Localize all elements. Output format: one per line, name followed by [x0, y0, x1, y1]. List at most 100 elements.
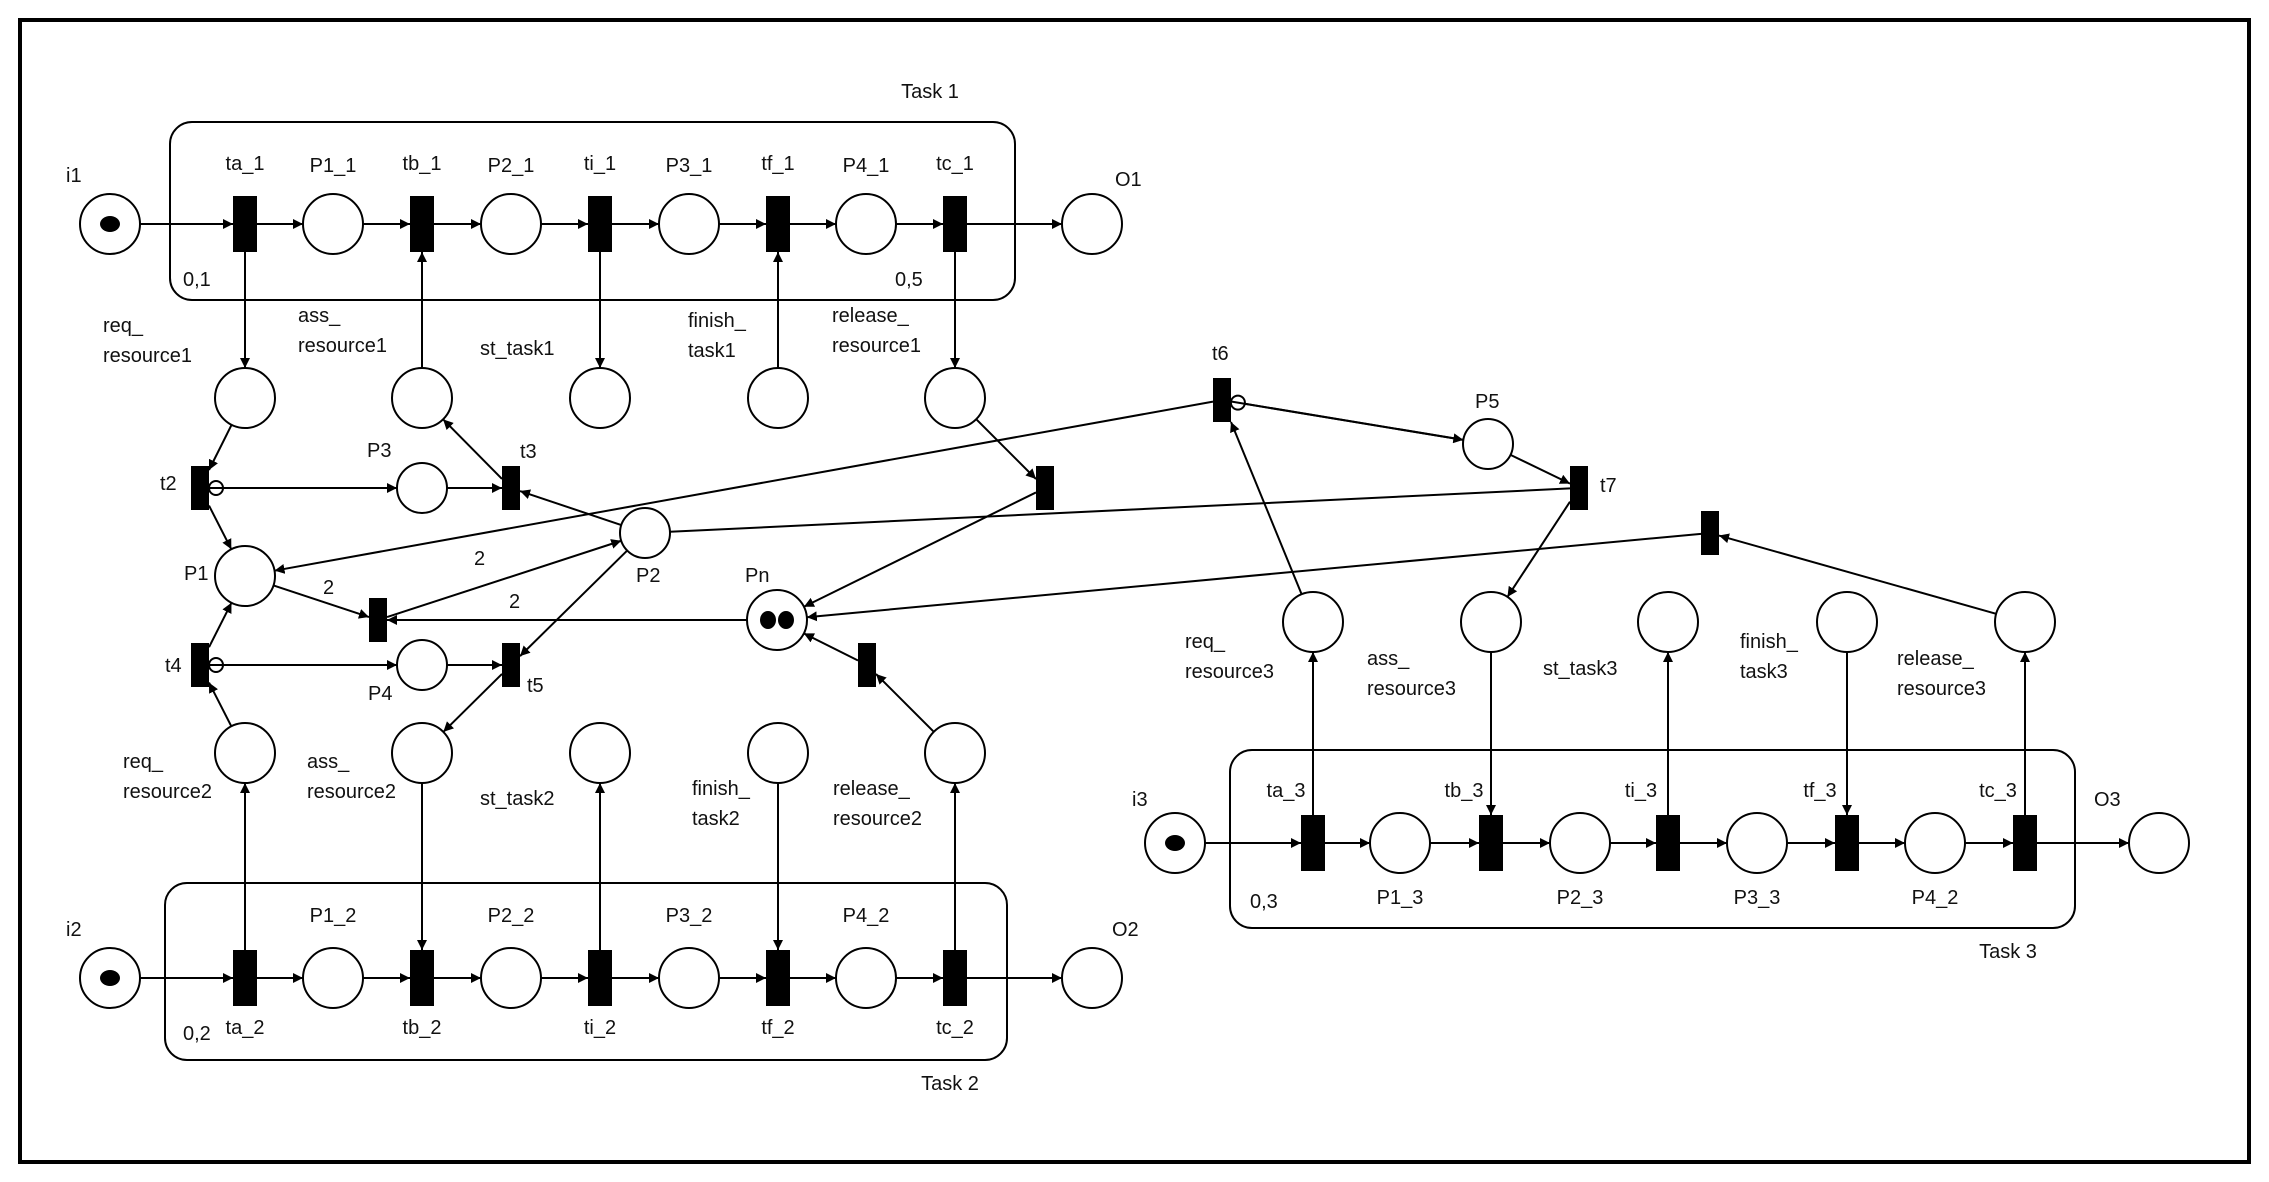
task1-p1-1-label: P1_1 — [310, 155, 357, 177]
place-task1-p4-1 — [835, 193, 897, 255]
task1-ti-1-label: ti_1 — [584, 153, 616, 175]
token — [1165, 835, 1185, 851]
token — [100, 216, 120, 232]
transition-u2 — [369, 598, 387, 642]
task2-req-resource2-label-1: resource2 — [123, 781, 212, 803]
task1-tb-1-label: tb_1 — [403, 153, 442, 175]
label-o3: O3 — [2094, 789, 2121, 811]
arc-t4-to-p1 — [208, 602, 233, 648]
place-task3-if-release-resource3 — [1994, 591, 2056, 653]
place-task2-p2-2 — [480, 947, 542, 1009]
place-o3 — [2128, 812, 2190, 874]
arc-u2-to-p2 — [386, 539, 622, 619]
arc-p2-to-t5 — [519, 549, 628, 657]
place-p1 — [214, 545, 276, 607]
place-task2-p4-2 — [835, 947, 897, 1009]
task1-ass-resource1-label-1: resource1 — [298, 335, 387, 357]
task1-p4-1-label: P4_1 — [843, 155, 890, 177]
task1-release-resource1-label-1: resource1 — [832, 335, 921, 357]
transition-task1-tf-1 — [766, 196, 790, 252]
task3-ti-3-label: ti_3 — [1625, 780, 1657, 802]
task3-finish-task3-label-0: finish_ — [1740, 631, 1799, 653]
transition-task2-ta-2 — [233, 950, 257, 1006]
arc-p5-to-t7 — [1510, 453, 1571, 485]
label-t4: t4 — [165, 655, 182, 677]
arc-p2-to-t3 — [519, 489, 622, 526]
task2-tb-2-label: tb_2 — [403, 1017, 442, 1039]
task1-title: Task 1 — [901, 81, 959, 103]
transition-task1-tb-1 — [410, 196, 434, 252]
weight-label-1: 2 — [474, 548, 485, 570]
transition-task3-tc-3 — [2013, 815, 2037, 871]
arc-t6-to-p1 — [274, 400, 1214, 574]
task3-tb-3-label: tb_3 — [1445, 780, 1484, 802]
label-pn: Pn — [745, 565, 769, 587]
task1-tf-1-label: tf_1 — [761, 153, 794, 175]
task1-st-task1-label-0: st_task1 — [480, 338, 554, 360]
label-0-3: 0,3 — [1250, 891, 1278, 913]
place-task1-p1-1 — [302, 193, 364, 255]
task2-ti-2-label: ti_2 — [584, 1017, 616, 1039]
place-task1-if-finish-task1 — [747, 367, 809, 429]
place-task3-if-finish-task3 — [1816, 591, 1878, 653]
place-task3-if-ass-resource3 — [1460, 591, 1522, 653]
task2-ta-2-label: ta_2 — [226, 1017, 265, 1039]
arc-u1-to-pn — [803, 491, 1037, 608]
task1-release-resource1-label-0: release_ — [832, 305, 910, 327]
arc-task2-if-req-resource2-to-t4 — [208, 682, 233, 727]
task3-finish-task3-label-1: task3 — [1740, 661, 1788, 683]
place-task1-if-req-resource1 — [214, 367, 276, 429]
token — [100, 970, 120, 986]
transition-u3 — [858, 643, 876, 687]
transition-u1 — [1036, 466, 1054, 510]
task2-st-task2-label-0: st_task2 — [480, 788, 554, 810]
task3-release-resource3-label-0: release_ — [1897, 648, 1975, 670]
label-o1: O1 — [1115, 169, 1142, 191]
task2-box — [164, 882, 1008, 1061]
transition-task3-tf-3 — [1835, 815, 1859, 871]
place-task3-p4-2 — [1904, 812, 1966, 874]
label-p3: P3 — [367, 440, 391, 462]
transition-task3-ti-3 — [1656, 815, 1680, 871]
transition-task1-tc-1 — [943, 196, 967, 252]
label-i1: i1 — [66, 165, 82, 187]
label-i2: i2 — [66, 919, 82, 941]
task2-release-resource2-label-0: release_ — [833, 778, 911, 800]
task2-release-resource2-label-1: resource2 — [833, 808, 922, 830]
place-p2 — [619, 507, 671, 559]
arc-t6-to-p5 — [1230, 400, 1464, 444]
task2-tc-2-label: tc_2 — [936, 1017, 974, 1039]
transition-task1-ta-1 — [233, 196, 257, 252]
task1-p2-1-label: P2_1 — [488, 155, 535, 177]
place-o1 — [1061, 193, 1123, 255]
transition-task2-tf-2 — [766, 950, 790, 1006]
place-task2-p3-2 — [658, 947, 720, 1009]
task2-p2-2-label: P2_2 — [488, 905, 535, 927]
task3-p2-3-label: P2_3 — [1557, 887, 1604, 909]
task2-p3-2-label: P3_2 — [666, 905, 713, 927]
transition-task2-ti-2 — [588, 950, 612, 1006]
label-0-5: 0,5 — [895, 269, 923, 291]
task3-title: Task 3 — [1979, 941, 2037, 963]
place-task1-p3-1 — [658, 193, 720, 255]
transition-task2-tb-2 — [410, 950, 434, 1006]
task3-p3-3-label: P3_3 — [1734, 887, 1781, 909]
label-p1: P1 — [184, 563, 208, 585]
task2-finish-task2-label-1: task2 — [692, 808, 740, 830]
task3-req-resource3-label-0: req_ — [1185, 631, 1226, 653]
task3-ta-3-label: ta_3 — [1267, 780, 1306, 802]
task3-ass-resource3-label-1: resource3 — [1367, 678, 1456, 700]
place-o2 — [1061, 947, 1123, 1009]
task3-ass-resource3-label-0: ass_ — [1367, 648, 1410, 670]
place-p5 — [1462, 418, 1514, 470]
label-0-1: 0,1 — [183, 269, 211, 291]
task1-box — [169, 121, 1016, 301]
task2-tf-2-label: tf_2 — [761, 1017, 794, 1039]
place-task2-if-finish-task2 — [747, 722, 809, 784]
task2-p4-2-label: P4_2 — [843, 905, 890, 927]
transition-t4 — [191, 643, 209, 687]
arc-t3-to-task1-if-ass-resource1 — [442, 418, 503, 480]
transition-t2 — [191, 466, 209, 510]
arc-task3-if-req-resource3-to-t6 — [1230, 421, 1303, 595]
